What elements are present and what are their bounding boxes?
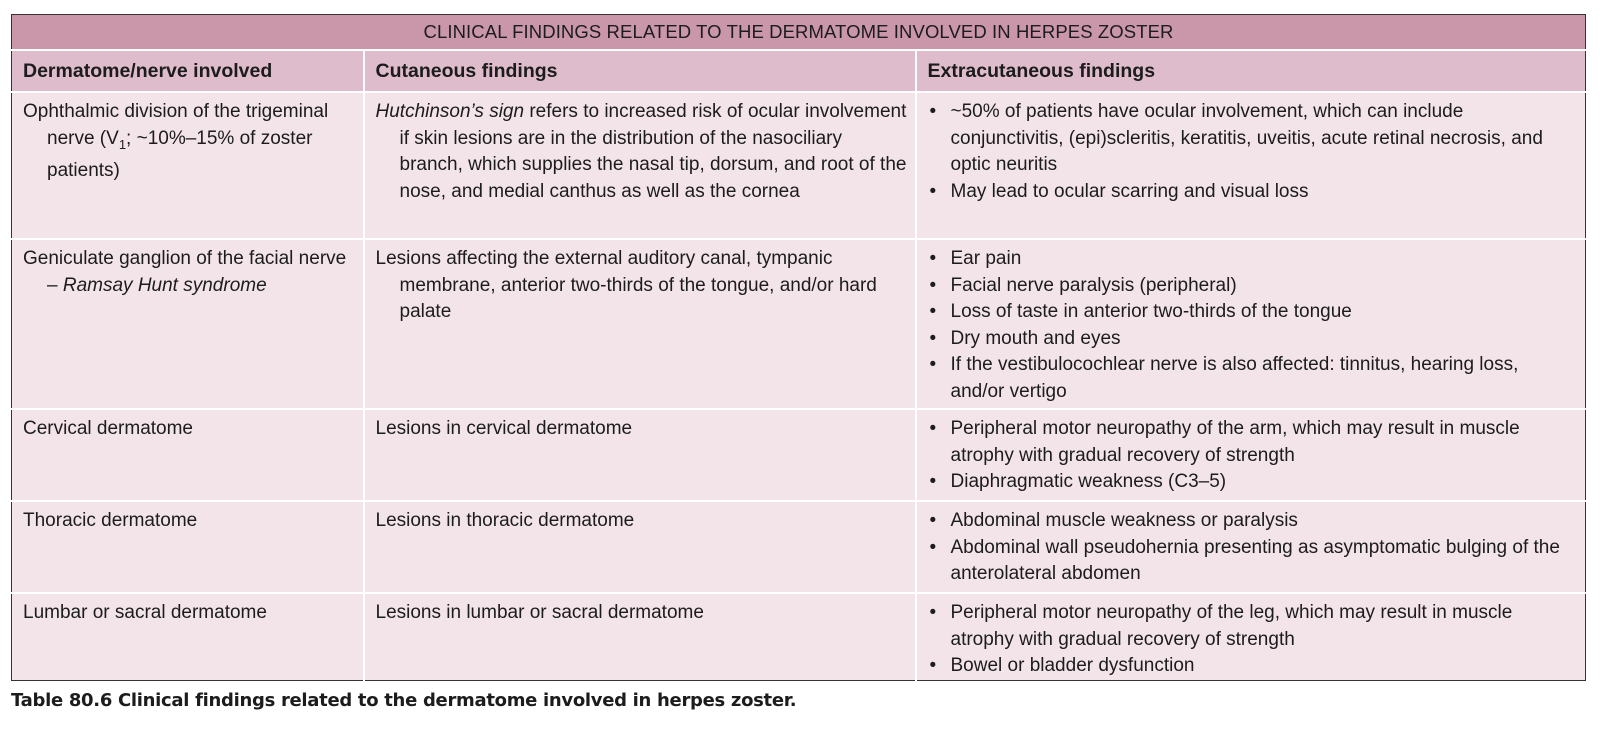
dermatome-cell: Cervical dermatome: [11, 409, 364, 502]
cutaneous-cell: Lesions in cervical dermatome: [362, 409, 916, 502]
dermatome-cell: Ophthalmic division of the trigeminal ne…: [11, 92, 364, 240]
list-item: Loss of taste in anterior two-thirds of …: [928, 299, 1578, 326]
list-item: Bowel or bladder dysfunction: [928, 653, 1578, 680]
cutaneous-cell: Hutchinson’s sign refers to increased ri…: [362, 92, 916, 240]
list-item: Facial nerve paralysis (peripheral): [928, 273, 1578, 300]
cutaneous-cell: Lesions affecting the external auditory …: [362, 239, 916, 410]
extracutaneous-list: ~50% of patients have ocular involvement…: [928, 99, 1578, 205]
list-item: Ear pain: [928, 246, 1578, 273]
dermatome-cell: Lumbar or sacral dermatome: [11, 593, 364, 680]
hutchinson-sign-term: Hutchinson’s sign: [375, 101, 525, 122]
table-row: Cervical dermatome Lesions in cervical d…: [11, 409, 1586, 502]
subscript: 1: [118, 136, 127, 152]
list-item: Peripheral motor neuropathy of the arm, …: [928, 416, 1578, 469]
table-row: Thoracic dermatome Lesions in thoracic d…: [11, 501, 1586, 594]
extracutaneous-list: Peripheral motor neuropathy of the leg, …: [928, 600, 1578, 680]
table-container: CLINICAL FINDINGS RELATED TO THE DERMATO…: [11, 14, 1587, 681]
table-caption: Table 80.6 Clinical findings related to …: [11, 690, 797, 711]
syndrome-name: Ramsay Hunt syndrome: [62, 274, 267, 296]
cutaneous-text: Hutchinson’s sign refers to increased ri…: [376, 99, 907, 205]
table-header-row: Dermatome/nerve involved Cutaneous findi…: [11, 50, 1586, 93]
table-title-row: CLINICAL FINDINGS RELATED TO THE DERMATO…: [11, 14, 1586, 51]
dermatome-text-part: Geniculate ganglion of the facial nerve …: [23, 248, 347, 296]
caption-text: Clinical findings related to the dermato…: [112, 690, 797, 711]
list-item: May lead to ocular scarring and visual l…: [928, 179, 1578, 206]
extracutaneous-list: Abdominal muscle weakness or paralysis A…: [928, 508, 1578, 588]
dermatome-cell: Thoracic dermatome: [11, 501, 364, 594]
table-row: Ophthalmic division of the trigeminal ne…: [11, 92, 1586, 240]
header-extracutaneous: Extracutaneous findings: [914, 50, 1586, 93]
dermatome-text: Ophthalmic division of the trigeminal ne…: [23, 99, 355, 184]
list-item: Diaphragmatic weakness (C3–5): [928, 469, 1578, 496]
list-item: Dry mouth and eyes: [928, 326, 1578, 353]
list-item: Abdominal muscle weakness or paralysis: [928, 508, 1578, 535]
extracutaneous-cell: ~50% of patients have ocular involvement…: [914, 92, 1586, 240]
extracutaneous-list: Ear pain Facial nerve paralysis (periphe…: [928, 246, 1578, 405]
caption-label: Table 80.6: [11, 690, 113, 711]
dermatome-text: Geniculate ganglion of the facial nerve …: [23, 246, 355, 299]
extracutaneous-cell: Peripheral motor neuropathy of the arm, …: [914, 409, 1586, 502]
extracutaneous-cell: Abdominal muscle weakness or paralysis A…: [914, 501, 1586, 594]
table-row: Geniculate ganglion of the facial nerve …: [11, 239, 1586, 410]
extracutaneous-list: Peripheral motor neuropathy of the arm, …: [928, 416, 1578, 496]
clinical-findings-table: CLINICAL FINDINGS RELATED TO THE DERMATO…: [11, 14, 1587, 681]
extracutaneous-cell: Peripheral motor neuropathy of the leg, …: [914, 593, 1586, 680]
table-row: Lumbar or sacral dermatome Lesions in lu…: [11, 593, 1586, 680]
cutaneous-text-part: refers to increased risk of ocular invol…: [399, 101, 907, 202]
header-dermatome: Dermatome/nerve involved: [11, 50, 364, 93]
list-item: If the vestibulocochlear nerve is also a…: [928, 352, 1578, 405]
list-item: ~50% of patients have ocular involvement…: [928, 99, 1578, 179]
cutaneous-text: Lesions affecting the external auditory …: [375, 248, 877, 322]
extracutaneous-cell: Ear pain Facial nerve paralysis (periphe…: [914, 239, 1586, 410]
dermatome-cell: Geniculate ganglion of the facial nerve …: [11, 239, 364, 410]
dermatome-text-part: ; ~10%–15% of zoster patients): [47, 127, 313, 181]
table-title: CLINICAL FINDINGS RELATED TO THE DERMATO…: [11, 14, 1586, 51]
cutaneous-cell: Lesions in lumbar or sacral dermatome: [362, 593, 916, 680]
cutaneous-cell: Lesions in thoracic dermatome: [362, 501, 916, 594]
header-cutaneous: Cutaneous findings: [362, 50, 916, 93]
list-item: Abdominal wall pseudohernia presenting a…: [928, 535, 1578, 588]
list-item: Peripheral motor neuropathy of the leg, …: [928, 600, 1578, 653]
dermatome-text-part: Ophthalmic division of the trigeminal ne…: [23, 101, 329, 149]
